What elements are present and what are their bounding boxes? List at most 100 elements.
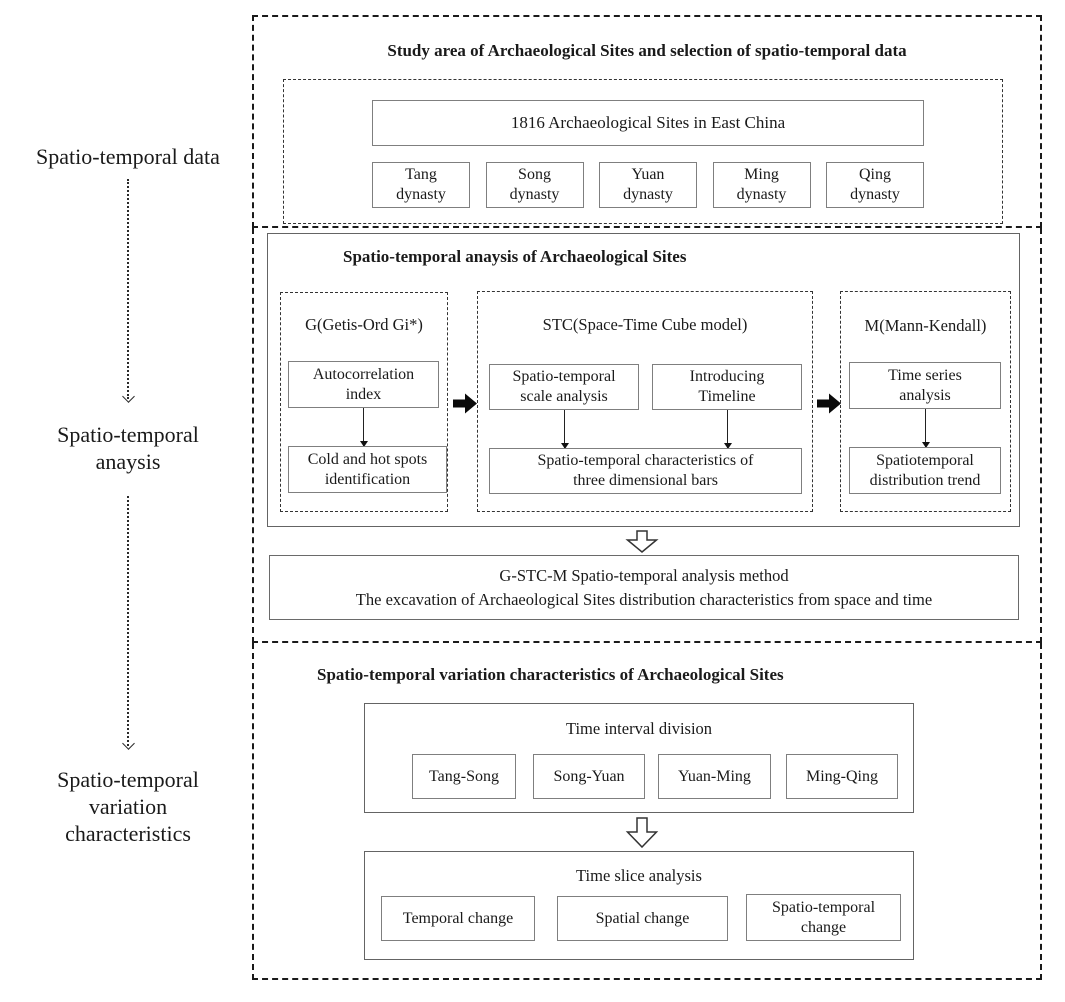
flow-arrow-right-icon	[453, 393, 477, 414]
box-text: Tang-Song	[429, 767, 499, 785]
box-text: G-STC-M Spatio-temporal analysis method	[499, 565, 789, 585]
box-text: distribution trend	[869, 471, 981, 489]
box-text: scale analysis	[520, 388, 608, 405]
box-introducing-timeline: Introducing Timeline	[652, 364, 802, 410]
box-gstcm-method: G-STC-M Spatio-temporal analysis method …	[269, 555, 1019, 620]
box-text: Spatio-temporal characteristics of	[537, 452, 754, 469]
dotted-down-arrow-icon	[122, 179, 135, 403]
box-text: Autocorrelation	[312, 365, 415, 383]
box-spatiotemporal-trend: Spatiotemporal distribution trend	[849, 447, 1001, 494]
column-getis-ord: G(Getis-Ord Gi*) Autocorrelation index C…	[280, 292, 448, 512]
box-cold-hot-spots: Cold and hot spots identification	[288, 446, 447, 493]
box-tang-song: Tang-Song	[412, 754, 516, 799]
column-heading: M(Mann-Kendall)	[864, 316, 987, 335]
box-text: 1816 Archaeological Sites in East China	[510, 113, 786, 132]
box-text: dynasty	[850, 186, 900, 203]
box-text: Time series	[888, 366, 962, 384]
box-tang-dynasty: Tang dynasty	[372, 162, 470, 208]
box-song-dynasty: Song dynasty	[485, 162, 584, 208]
box-caption: Time slice analysis	[576, 866, 702, 885]
box-text: three dimensional bars	[573, 472, 718, 489]
flow-arrow-right-icon	[817, 393, 841, 414]
rail-label-line: Spatio-temporal	[57, 767, 199, 792]
rail-label-line: anaysis	[95, 449, 161, 474]
box-time-series-analysis: Time series analysis	[849, 362, 1001, 409]
hollow-down-arrow-icon	[625, 817, 659, 849]
box-text: identification	[324, 470, 411, 488]
box-text: Ming-Qing	[806, 767, 878, 785]
column-space-time-cube: STC(Space-Time Cube model) Spatio-tempor…	[477, 291, 813, 512]
box-text: Song-Yuan	[553, 767, 625, 785]
box-qing-dynasty: Qing dynasty	[826, 162, 924, 208]
box-song-yuan: Song-Yuan	[533, 754, 645, 799]
section-spatio-temporal-analysis: Spatio-temporal anaysis of Archaeologica…	[252, 228, 1042, 643]
down-arrow-icon	[359, 408, 368, 447]
box-text: Yuan-Ming	[678, 767, 751, 785]
analysis-inner-box: Spatio-temporal anaysis of Archaeologica…	[267, 233, 1020, 527]
study-area-inner-group: 1816 Archaeological Sites in East China …	[283, 79, 1003, 224]
box-ming-dynasty: Ming dynasty	[712, 162, 811, 208]
down-arrow-icon	[560, 410, 569, 449]
rail-label-spatio-temporal-analysis: Spatio-temporal anaysis	[0, 421, 256, 475]
box-text: Ming	[744, 166, 779, 183]
section-title: Spatio-temporal variation characteristic…	[317, 665, 784, 684]
arrowhead-icon	[122, 390, 135, 403]
box-autocorrelation-index: Autocorrelation index	[288, 361, 439, 408]
down-arrow-icon	[921, 409, 930, 448]
box-temporal-change: Temporal change	[381, 896, 535, 941]
box-text: The excavation of Archaeological Sites d…	[355, 589, 933, 609]
box-text: Song	[518, 166, 551, 183]
box-text: Yuan	[631, 166, 665, 183]
box-yuan-dynasty: Yuan dynasty	[599, 162, 697, 208]
rail-label-spatio-temporal-data: Spatio-temporal data	[0, 143, 256, 170]
box-text: Cold and hot spots	[307, 450, 428, 468]
box-text: index	[345, 385, 382, 403]
section-title: Spatio-temporal anaysis of Archaeologica…	[343, 247, 687, 266]
arrowhead-icon	[723, 443, 732, 449]
arrowhead-icon	[560, 443, 569, 449]
dotted-down-arrow-icon	[122, 496, 135, 750]
box-text: dynasty	[396, 186, 446, 203]
section-title: Study area of Archaeological Sites and s…	[387, 41, 907, 60]
box-text: Temporal change	[402, 909, 514, 927]
box-text: change	[800, 918, 847, 936]
rail-label-line: Spatio-temporal	[57, 422, 199, 447]
box-text: Tang	[405, 166, 437, 183]
box-text: analysis	[899, 386, 951, 404]
rail-label-spatio-temporal-variation: Spatio-temporal variation characteristic…	[0, 766, 256, 847]
column-heading: STC(Space-Time Cube model)	[542, 315, 748, 334]
box-spatio-temporal-change: Spatio-temporal change	[746, 894, 901, 941]
section-study-area: Study area of Archaeological Sites and s…	[252, 15, 1042, 228]
box-three-dimensional-bars: Spatio-temporal characteristics of three…	[489, 448, 802, 494]
box-text: Spatiotemporal	[876, 451, 974, 469]
box-yuan-ming: Yuan-Ming	[658, 754, 771, 799]
arrowhead-icon	[921, 442, 930, 448]
box-text: dynasty	[623, 186, 673, 203]
rail-label-text: Spatio-temporal data	[36, 144, 220, 169]
rail-label-line: characteristics	[65, 821, 191, 846]
box-text: Spatio-temporal	[512, 368, 616, 385]
box-text: Qing	[859, 166, 891, 183]
box-caption: Time interval division	[565, 719, 713, 738]
rail-label-line: variation	[88, 794, 168, 819]
box-text: dynasty	[736, 186, 787, 203]
box-spatial-change: Spatial change	[557, 896, 728, 941]
box-scale-analysis: Spatio-temporal scale analysis	[489, 364, 639, 410]
box-archaeological-sites: 1816 Archaeological Sites in East China	[372, 100, 924, 146]
box-ming-qing: Ming-Qing	[786, 754, 898, 799]
box-text: Timeline	[698, 388, 756, 405]
column-mann-kendall: M(Mann-Kendall) Time series analysis Spa…	[840, 291, 1011, 512]
down-arrow-icon	[723, 410, 732, 449]
dynasty-row: Tang dynasty Song dynasty Yuan dynasty M…	[372, 162, 924, 208]
column-heading: G(Getis-Ord Gi*)	[305, 315, 423, 334]
box-text: Introducing	[689, 368, 765, 385]
box-text: dynasty	[509, 186, 560, 203]
box-text: Spatial change	[595, 909, 690, 927]
hollow-down-arrow-icon	[625, 530, 659, 553]
section-variation-characteristics: Spatio-temporal variation characteristic…	[252, 643, 1042, 980]
arrowhead-icon	[122, 737, 135, 750]
box-text: Spatio-temporal	[771, 898, 876, 916]
box-time-interval-division: Time interval division Tang-Song Song-Yu…	[364, 703, 914, 813]
box-time-slice-analysis: Time slice analysis Temporal change Spat…	[364, 851, 914, 960]
